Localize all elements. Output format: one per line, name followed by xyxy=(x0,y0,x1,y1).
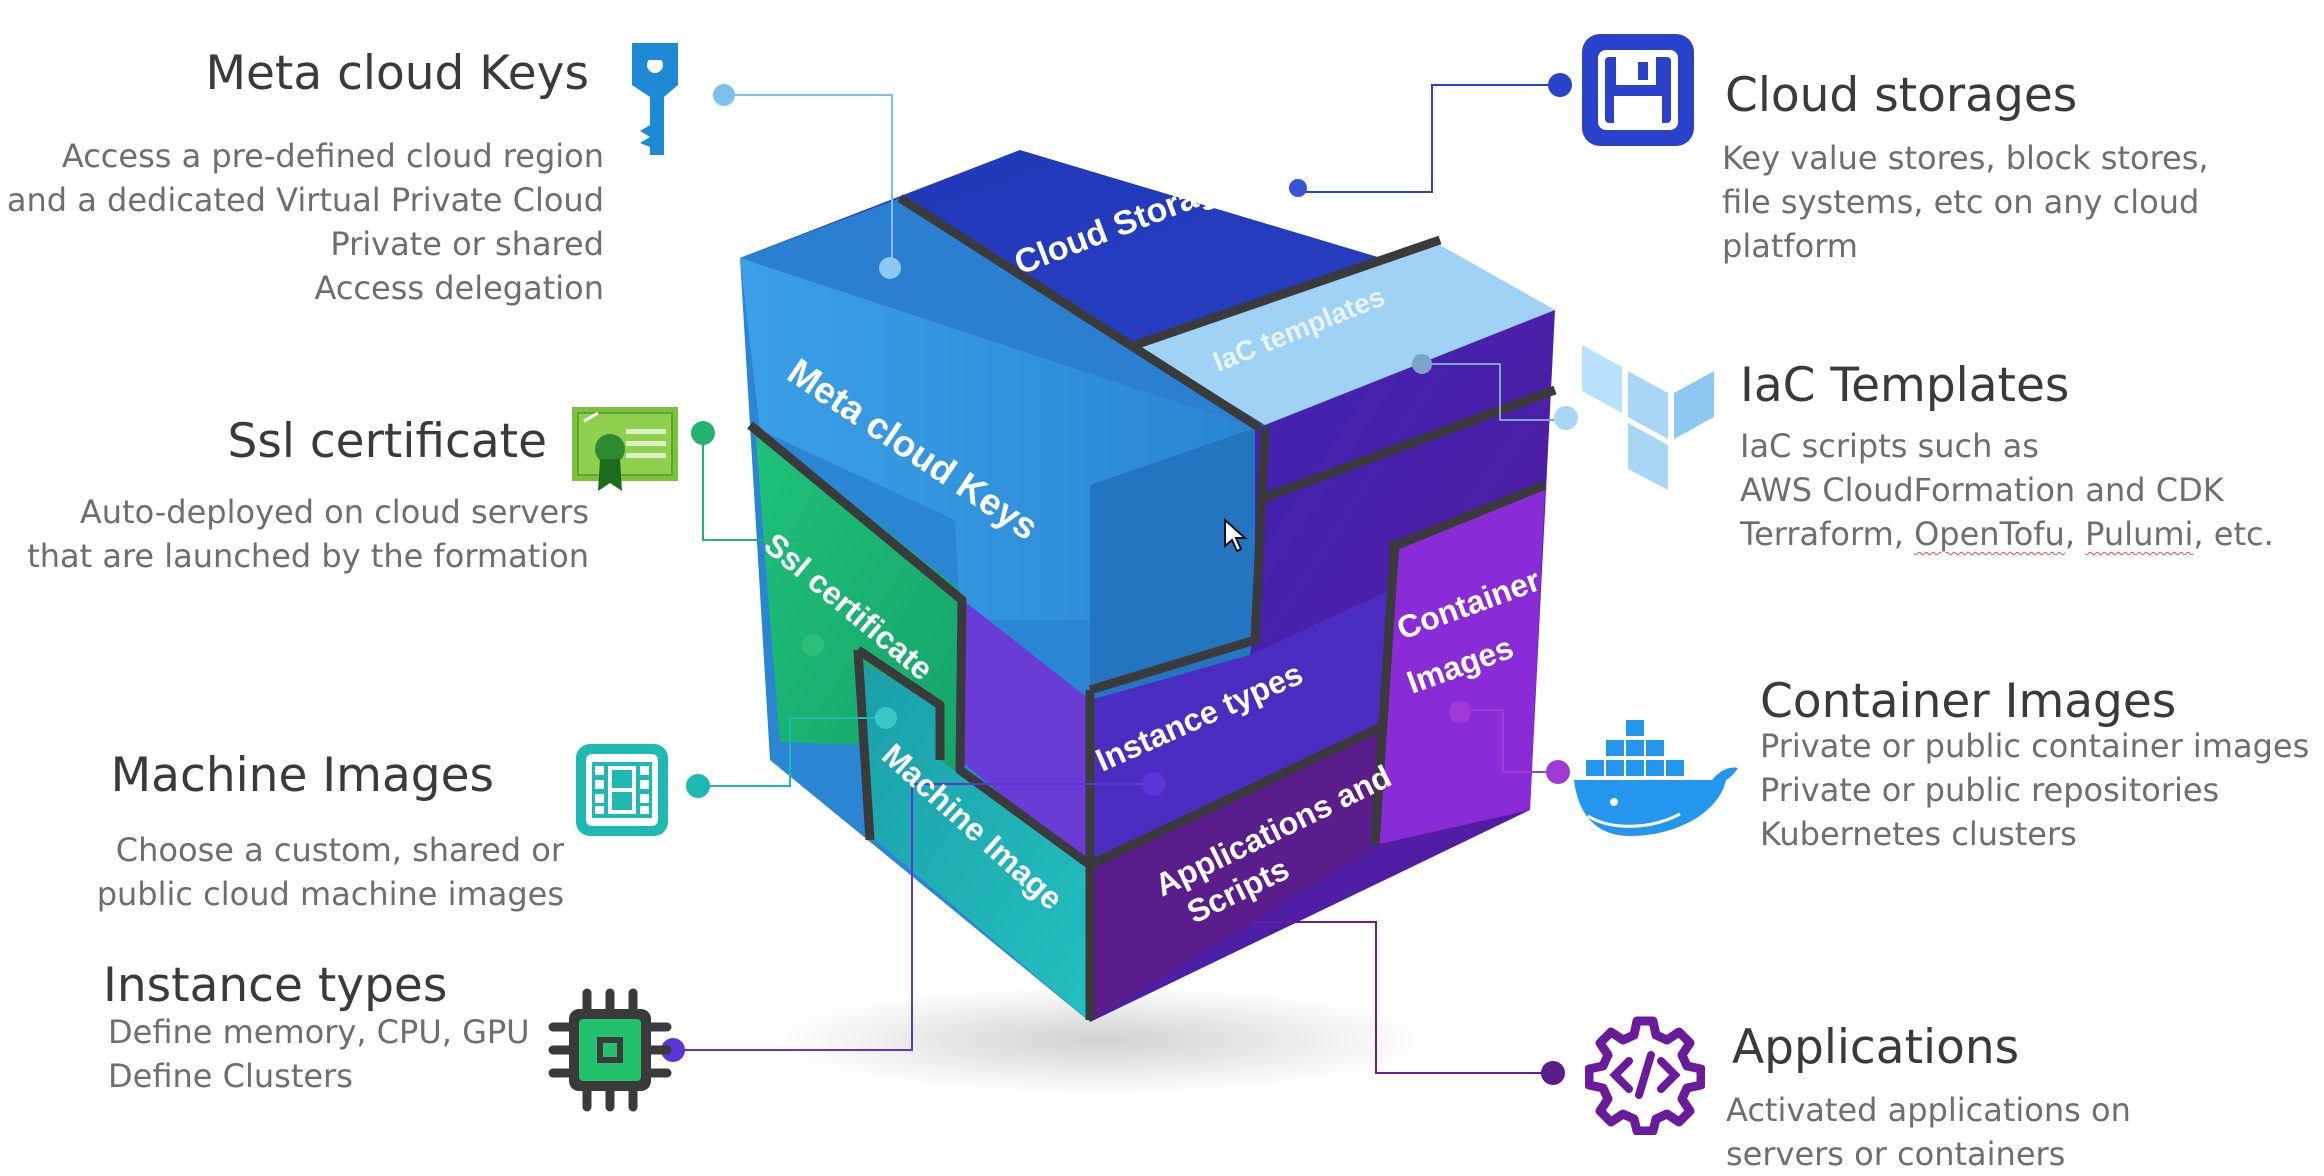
connector-applications xyxy=(1250,921,1553,1074)
iac-templates-line: IaC scripts such as xyxy=(1740,427,2039,465)
cloud-storages-line: platform xyxy=(1722,227,1858,265)
meta-cloud-keys-top xyxy=(740,198,1265,428)
connector-iac-templates xyxy=(1422,363,1566,421)
machine-image-panel xyxy=(855,660,1090,1022)
meta-cloud-keys-line: and a dedicated Virtual Private Cloud xyxy=(6,181,604,219)
machine-images-line: Choose a custom, shared or xyxy=(115,831,564,869)
meta-cloud-keys-title: Meta cloud Keys xyxy=(205,46,589,101)
applications-line: servers or containers xyxy=(1726,1135,2066,1173)
applications-panel xyxy=(1090,728,1385,1022)
connector-machine-images xyxy=(698,717,888,787)
floppy-disk-icon xyxy=(1582,34,1694,146)
machine-images-description: Choose a custom, shared or public cloud … xyxy=(97,828,564,916)
iac-templates-title: IaC Templates xyxy=(1740,358,2070,413)
meta-cloud-keys-line: Private or shared xyxy=(330,225,604,263)
applications-line: Activated applications on xyxy=(1726,1091,2131,1129)
iac-templates-line: Terraform, OpenTofu, Pulumi, etc. xyxy=(1740,512,2274,556)
dot-cloud-storages-inner xyxy=(1289,179,1307,197)
instance-types-description: Define memory, CPU, GPU Define Clusters xyxy=(108,1010,530,1098)
applications-description: Activated applications on servers or con… xyxy=(1726,1088,2131,1176)
machine-images-line: public cloud machine images xyxy=(96,875,564,913)
instance-types-title: Instance types xyxy=(103,958,448,1013)
container-images-line: Kubernetes clusters xyxy=(1760,815,2077,853)
connector-instance-types xyxy=(673,783,1154,1051)
code-gear-icon xyxy=(1585,1016,1705,1135)
cloud-storages-line: file systems, etc on any cloud xyxy=(1722,183,2200,221)
ssl-certificate-title: Ssl certificate xyxy=(227,414,547,469)
certificate-icon xyxy=(572,407,678,491)
meta-cloud-keys-line: Access a pre-defined cloud region xyxy=(61,137,604,175)
film-icon xyxy=(576,744,668,836)
dot-ssl-inner xyxy=(802,634,824,656)
container-images-description: Private or public container images Priva… xyxy=(1760,724,2309,856)
machine-images-title: Machine Images xyxy=(110,748,494,803)
container-images-line: Private or public repositories xyxy=(1760,771,2220,809)
cloud-storages-title: Cloud storages xyxy=(1725,68,2078,123)
key-icon xyxy=(632,43,678,155)
ssl-certificate-line: that are launched by the formation xyxy=(27,537,589,575)
ssl-certificate-line: Auto-deployed on cloud servers xyxy=(79,493,589,531)
iac-line-part: Terraform, xyxy=(1740,515,1915,553)
dot-instance-outer xyxy=(661,1038,685,1062)
instance-types-line: Define memory, CPU, GPU xyxy=(108,1013,530,1051)
cloud-storages-description: Key value stores, block stores, file sys… xyxy=(1722,136,2209,268)
dot-meta-cloud-keys-outer xyxy=(713,84,735,106)
dot-instance-inner xyxy=(1142,772,1166,796)
iac-templates-line: AWS CloudFormation and CDK xyxy=(1740,471,2224,509)
container-images-line: Private or public container images xyxy=(1760,727,2310,765)
connector-ssl-certificate xyxy=(702,433,814,645)
ssl-certificate-description: Auto-deployed on cloud servers that are … xyxy=(27,490,589,578)
instance-types-left xyxy=(960,598,1090,868)
iac-line-part: , etc. xyxy=(2193,515,2274,553)
cloud-storages-line: Key value stores, block stores, xyxy=(1722,139,2209,177)
dot-applications-outer xyxy=(1541,1061,1565,1085)
iac-line-part: , xyxy=(2064,515,2086,553)
applications-title: Applications xyxy=(1732,1020,2020,1075)
connector-container-images xyxy=(1460,709,1558,773)
cube-shadow xyxy=(770,985,1430,1095)
dot-iac-outer xyxy=(1554,406,1578,430)
move-cursor-icon xyxy=(1224,517,1248,553)
chip-icon xyxy=(548,988,672,1112)
iac-templates-panel xyxy=(1135,245,1555,425)
docker-whale-icon xyxy=(1574,720,1738,836)
dot-container-inner xyxy=(1449,701,1471,723)
dot-machine-inner xyxy=(875,707,897,729)
opentofu-link: OpenTofu xyxy=(1914,515,2065,553)
terraform-icon xyxy=(1582,345,1714,490)
meta-cloud-keys-side xyxy=(1090,428,1255,700)
connector-meta-cloud-keys xyxy=(724,94,893,268)
dot-container-outer xyxy=(1546,760,1570,784)
dot-machine-outer xyxy=(686,774,710,798)
meta-cloud-keys-description: Access a pre-defined cloud region and a … xyxy=(7,134,604,310)
dot-ssl-outer xyxy=(691,421,715,445)
pulumi-link: Pulumi xyxy=(2085,515,2194,553)
dot-cloud-storages-outer xyxy=(1548,73,1572,97)
iac-templates-description: IaC scripts such as AWS CloudFormation a… xyxy=(1740,424,2274,556)
meta-cloud-keys-line: Access delegation xyxy=(314,269,604,307)
instance-types-line: Define Clusters xyxy=(108,1057,353,1095)
dot-meta-cloud-keys-inner xyxy=(879,257,901,279)
connector-cloud-storages xyxy=(1300,84,1560,193)
dot-iac-inner xyxy=(1412,354,1432,374)
container-images-title: Container Images xyxy=(1760,674,2177,729)
